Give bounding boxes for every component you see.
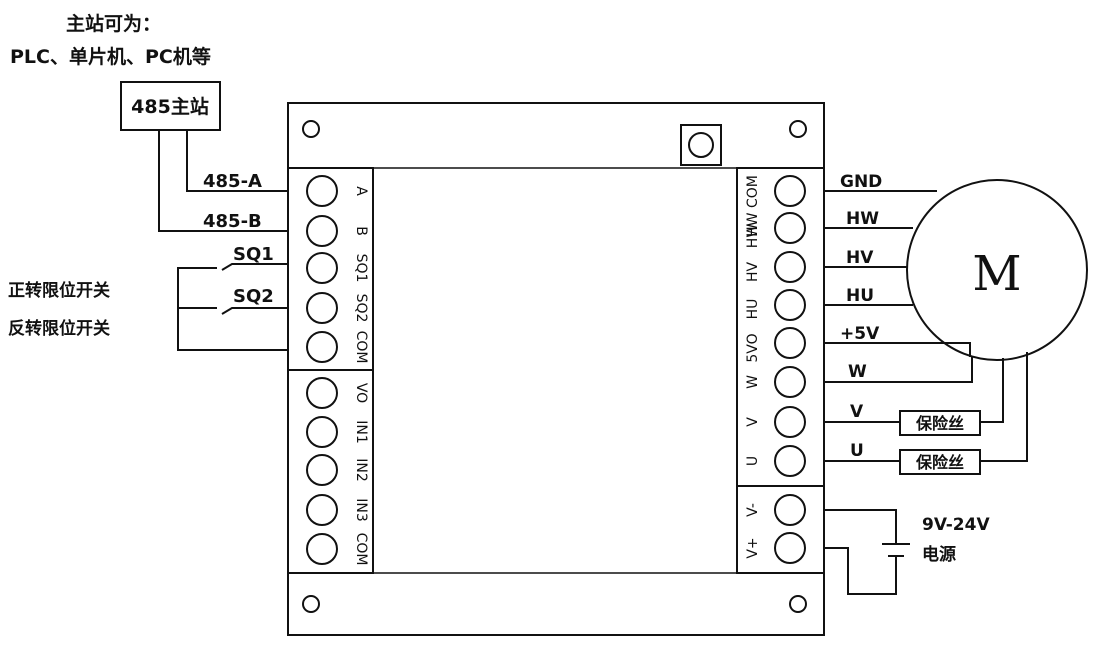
terminal-label-5vo: 5VO — [745, 333, 761, 362]
mount-hole-top-left — [302, 120, 320, 138]
master-note-line1: 主站可为： — [66, 12, 161, 35]
power-voltage-label: 9V-24V — [922, 515, 990, 535]
master-box — [120, 81, 221, 131]
wire-label-v: V — [850, 402, 864, 422]
fuse-v-label: 保险丝 — [915, 414, 964, 433]
wire-label-gnd: GND — [840, 172, 882, 192]
terminal-label-in2: IN2 — [353, 458, 369, 482]
motor — [906, 179, 1088, 361]
battery-icon — [882, 543, 910, 557]
left-terminal-screws — [306, 175, 338, 565]
wire-label-hu: HU — [846, 286, 874, 306]
wire-label-u: U — [850, 441, 864, 461]
terminal-label-hw-com: HW COM — [745, 175, 761, 237]
terminal-label-v: V — [745, 417, 761, 427]
fuse-u-label: 保险丝 — [915, 453, 964, 472]
terminal-label-hw: HW — [745, 224, 761, 249]
terminal-label-a: A — [353, 186, 369, 196]
right-terminal-screws — [774, 175, 806, 564]
terminal-label-v-minus: V- — [745, 503, 761, 517]
wire-485-a — [186, 130, 288, 192]
reverse-limit-switch-label: 反转限位开关 — [8, 318, 110, 339]
terminal-label-sq1: SQ1 — [353, 254, 369, 283]
master-note-line2: PLC、单片机、PC机等 — [10, 45, 211, 68]
motor-label: M — [972, 246, 1021, 302]
terminal-label-in3: IN3 — [353, 498, 369, 522]
right-terminal-block-power — [736, 485, 825, 574]
wire-label-hv: HV — [846, 248, 874, 268]
wire-label-sq1: SQ1 — [233, 244, 274, 265]
wire-label-485-a: 485-A — [203, 171, 262, 192]
terminal-label-vo: VO — [353, 383, 369, 403]
potentiometer-knob — [688, 132, 714, 158]
terminal-label-u: U — [745, 456, 761, 466]
wire-label-hw: HW — [846, 209, 879, 229]
wire-label-w: W — [848, 362, 867, 382]
mount-hole-bottom-left — [302, 595, 320, 613]
master-box-label: 485主站 — [131, 95, 209, 118]
terminal-label-com-lower: COM — [353, 533, 369, 566]
power-wires — [824, 509, 897, 595]
fuse-v — [899, 410, 981, 436]
forward-limit-switch-label: 正转限位开关 — [8, 280, 110, 301]
left-terminal-block-lower — [287, 369, 374, 574]
wire-485-b — [158, 130, 288, 232]
power-label: 电源 — [922, 544, 956, 565]
terminal-label-hu: HU — [745, 299, 761, 320]
terminal-label-hv: HV — [745, 262, 761, 283]
wire-label-sq2: SQ2 — [233, 286, 274, 307]
mount-hole-bottom-right — [789, 595, 807, 613]
mount-hole-top-right — [789, 120, 807, 138]
motor-wires — [824, 190, 1028, 462]
terminal-label-w: W — [745, 375, 761, 389]
wire-label-485-b: 485-B — [203, 211, 262, 232]
terminal-label-b: B — [353, 226, 369, 236]
limit-switches — [177, 263, 288, 351]
wire-label-plus5v: +5V — [840, 324, 880, 344]
terminal-label-sq2: SQ2 — [353, 294, 369, 323]
terminal-label-in1: IN1 — [353, 420, 369, 444]
fuse-u — [899, 449, 981, 475]
terminal-label-v-plus: V+ — [745, 537, 761, 558]
potentiometer-frame — [680, 124, 722, 166]
terminal-label-com-upper: COM — [353, 331, 369, 364]
